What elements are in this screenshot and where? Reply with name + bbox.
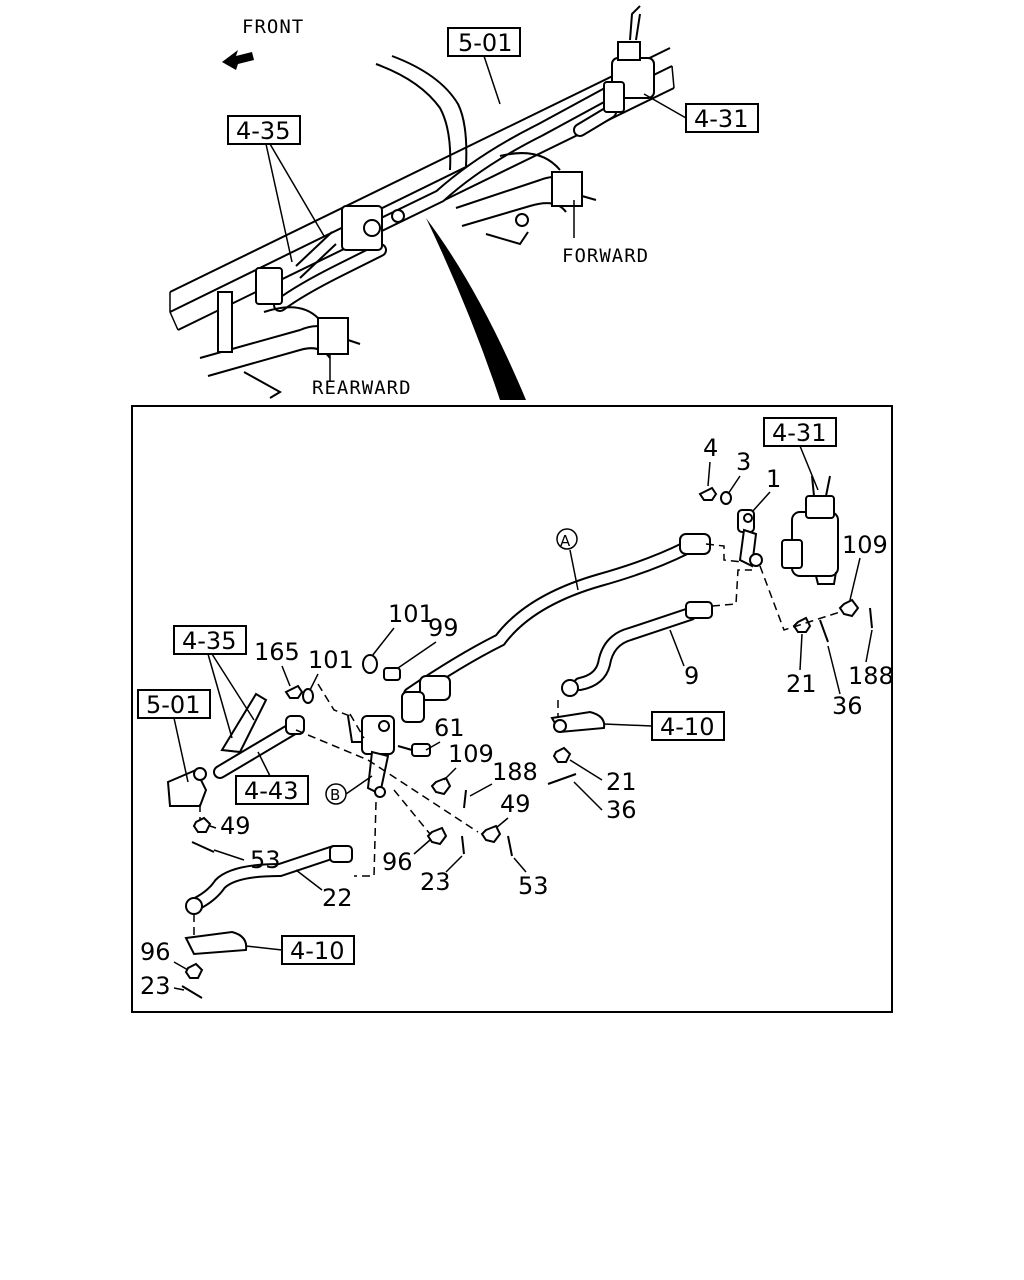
- rearward-label: REARWARD: [312, 377, 412, 399]
- label-49b: 49: [220, 812, 251, 840]
- bracket-4-35: [220, 692, 268, 754]
- label-96a: 96: [382, 848, 413, 876]
- cotter-36a: [819, 619, 829, 643]
- ref-5-01-top: 5-01: [458, 29, 512, 57]
- steering-gear-detail: [781, 475, 839, 585]
- front-arrow-icon: [222, 50, 254, 70]
- detail-callouts: A B: [325, 528, 579, 805]
- ref-5-01-detail: 5-01: [146, 691, 200, 719]
- front-label: FRONT: [242, 16, 304, 38]
- idler-bracket-overview: [255, 205, 405, 305]
- label-3: 3: [736, 448, 751, 476]
- label-109b: 109: [448, 740, 494, 768]
- detail-illustration: [166, 475, 873, 999]
- detail-frame: [131, 405, 893, 1013]
- pitman-arm: [737, 509, 763, 568]
- label-49a: 49: [500, 790, 531, 818]
- label-165: 165: [254, 638, 300, 666]
- detail-pointer-wedge: [426, 218, 526, 400]
- detail-reference-boxes: 4-31 4-35 5-01 4-43 4-10 4-10: [137, 417, 837, 965]
- label-188a: 188: [492, 758, 538, 786]
- nut-109b: [430, 776, 452, 796]
- nut-49b: [480, 824, 502, 844]
- label-53a: 53: [250, 846, 281, 874]
- label-4: 4: [703, 434, 718, 462]
- idler-bracket: [347, 715, 395, 798]
- label-36b: 36: [606, 796, 637, 824]
- callout-b: B: [330, 786, 340, 804]
- label-61: 61: [434, 714, 465, 742]
- label-1: 1: [766, 465, 781, 493]
- washer-101a: [362, 654, 378, 674]
- label-36a: 36: [832, 692, 863, 720]
- cotter-23b: [181, 985, 203, 999]
- label-101b: 101: [308, 646, 354, 674]
- nut-21-lower: [552, 746, 572, 763]
- cotter-53a: [191, 841, 215, 853]
- forward-label: FORWARD: [562, 245, 649, 267]
- cotter-36-lower: [547, 773, 577, 785]
- nut-49a: [192, 816, 212, 833]
- label-99: 99: [428, 614, 459, 642]
- callout-a: A: [560, 532, 571, 550]
- cotter-53b: [507, 835, 513, 857]
- label-53b: 53: [518, 872, 549, 900]
- label-23b: 23: [140, 972, 171, 1000]
- forward-axle: [455, 152, 597, 246]
- label-9: 9: [684, 662, 699, 690]
- ref-4-43-detail: 4-43: [244, 777, 298, 805]
- label-188b: 188: [848, 662, 894, 690]
- cotter-188a: [463, 789, 467, 809]
- nut-96a: [426, 826, 448, 846]
- nut-4: [698, 486, 718, 501]
- frame-rail: [169, 47, 675, 331]
- ref-4-10-left: 4-10: [290, 937, 344, 965]
- bolt-99: [383, 667, 401, 681]
- cotter-188b: [869, 607, 873, 629]
- nut-21a: [792, 616, 812, 633]
- rearward-axle: [199, 291, 361, 399]
- ref-4-10-right: 4-10: [660, 713, 714, 741]
- cotter-23a: [461, 835, 465, 855]
- ref-4-35-detail: 4-35: [182, 627, 236, 655]
- ref-4-31-detail: 4-31: [772, 419, 826, 447]
- label-22: 22: [322, 884, 353, 912]
- cross-member: [375, 63, 452, 171]
- nut-96b: [184, 962, 204, 979]
- label-23a: 23: [420, 868, 451, 896]
- ref-4-35-top: 4-35: [236, 117, 290, 145]
- nut-109a: [838, 598, 860, 618]
- label-109a: 109: [842, 531, 888, 559]
- washer-3: [720, 491, 732, 505]
- steering-gear-overview: [603, 5, 655, 113]
- part-number-labels: 4 3 1 109 101 99 165 101 61 109 188 49 9…: [140, 434, 894, 1000]
- label-101a: 101: [388, 600, 434, 628]
- label-21b: 21: [606, 768, 637, 796]
- ref-4-31-top: 4-31: [694, 105, 748, 133]
- nut-165: [284, 684, 304, 699]
- overview-illustration: FRONT: [169, 5, 759, 400]
- label-21a: 21: [786, 670, 817, 698]
- washer-101b: [302, 688, 314, 704]
- label-96b: 96: [140, 938, 171, 966]
- knuckle-arm-left: [184, 930, 248, 956]
